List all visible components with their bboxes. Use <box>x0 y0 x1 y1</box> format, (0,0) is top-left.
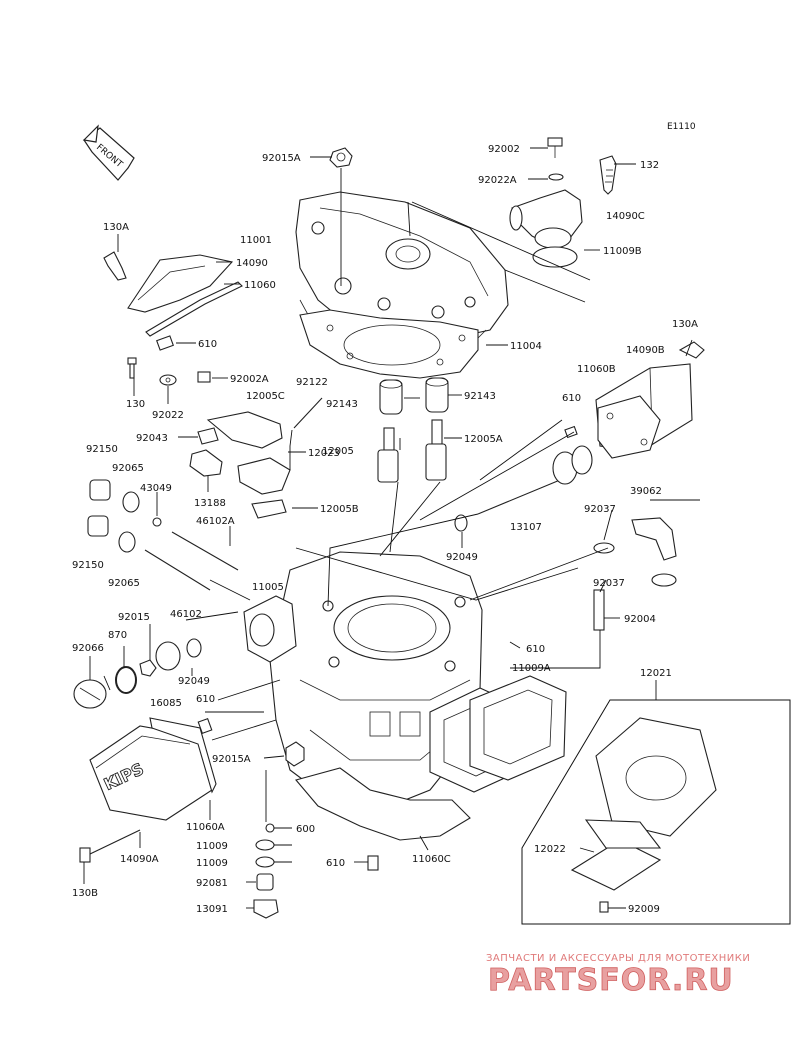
nut-92015a-bottom <box>285 741 305 767</box>
side-small-parts <box>73 638 213 735</box>
label-130a-right: 130A <box>672 319 698 330</box>
label-13107: 13107 <box>510 522 542 533</box>
label-610-e: 610 <box>326 858 345 869</box>
label-92150-a: 92150 <box>86 444 118 455</box>
label-92049-b: 92049 <box>178 676 210 687</box>
label-92004: 92004 <box>624 614 656 625</box>
rods-46102 <box>144 531 239 591</box>
bolt-130b <box>79 829 141 863</box>
label-13091: 13091 <box>196 904 228 915</box>
intake-gaskets <box>429 675 567 793</box>
label-11060b: 11060B <box>577 364 616 375</box>
label-92150-b: 92150 <box>72 560 104 571</box>
label-11001: 11001 <box>240 235 272 246</box>
label-12023: 12023 <box>308 448 340 459</box>
label-13188: 13188 <box>194 498 226 509</box>
figure-code: E1110 <box>667 122 696 132</box>
label-92002-top: 92002 <box>488 144 520 155</box>
label-610-a: 610 <box>198 339 217 350</box>
label-92081: 92081 <box>196 878 228 889</box>
dowel-610-a <box>156 335 174 351</box>
label-92143-b: 92143 <box>464 391 496 402</box>
power-valve-housing <box>564 341 705 459</box>
label-11009-b: 11009 <box>196 858 228 869</box>
head-gasket <box>299 309 479 379</box>
label-610-c: 610 <box>526 644 545 655</box>
label-132: 132 <box>640 160 659 171</box>
head-cover-left <box>103 251 243 337</box>
label-92065-b: 92065 <box>108 578 140 589</box>
label-92065-a: 92065 <box>112 463 144 474</box>
label-92037-a: 92037 <box>584 504 616 515</box>
label-46102: 46102 <box>170 609 202 620</box>
label-92002a: 92002A <box>230 374 269 385</box>
label-14090-top: 14090 <box>236 258 268 269</box>
label-92043: 92043 <box>136 433 168 444</box>
label-11004: 11004 <box>510 341 542 352</box>
label-92022: 92022 <box>152 410 184 421</box>
label-92122: 92122 <box>296 377 328 388</box>
label-12005: 12005 <box>322 446 354 457</box>
left-small-parts <box>87 479 162 553</box>
label-610-d: 610 <box>196 694 215 705</box>
label-12005b: 12005B <box>320 504 359 515</box>
part-labels: 92015A 92002 132 92022A 14090C 11009B 13… <box>72 144 698 915</box>
leader-lines <box>83 147 700 909</box>
nut-92015a-top <box>329 147 353 168</box>
label-16085: 16085 <box>150 698 182 709</box>
base-gasket <box>295 767 471 841</box>
label-43049: 43049 <box>140 483 172 494</box>
label-610-b: 610 <box>562 393 581 404</box>
label-92015a-top: 92015A <box>262 153 301 164</box>
label-11009b: 11009B <box>603 246 642 257</box>
watermark-tagline: ЗАПЧАСТИ И АКСЕССУАРЫ ДЛЯ МОТОТЕХНИКИ <box>486 953 750 964</box>
label-92049-a: 92049 <box>446 552 478 563</box>
exhaust-cover: KIPS <box>89 717 217 821</box>
label-130b: 130B <box>72 888 98 899</box>
label-92037-b: 92037 <box>593 578 625 589</box>
label-11009a: 11009A <box>512 663 551 674</box>
label-12005a: 12005A <box>464 434 503 445</box>
watermark: ЗАПЧАСТИ И АКСЕССУАРЫ ДЛЯ МОТОТЕХНИКИ PA… <box>486 953 750 998</box>
label-92015a-bottom: 92015A <box>212 754 251 765</box>
label-870: 870 <box>108 630 127 641</box>
cylinder-head <box>295 191 509 357</box>
front-arrow: FRONT <box>82 124 135 181</box>
exhaust-valve-parts <box>189 397 323 519</box>
label-92022a: 92022A <box>478 175 517 186</box>
label-12005c: 12005C <box>246 391 285 402</box>
label-12021: 12021 <box>640 668 672 679</box>
hose-39062 <box>593 517 677 631</box>
label-11060c: 11060C <box>412 854 451 865</box>
label-14090b: 14090B <box>626 345 665 356</box>
water-outlet <box>509 137 617 268</box>
label-130: 130 <box>126 399 145 410</box>
bushings-92143 <box>379 377 449 415</box>
label-39062: 39062 <box>630 486 662 497</box>
label-11060a: 11060A <box>186 822 225 833</box>
bolt-92002a <box>197 371 211 383</box>
label-92143-a: 92143 <box>326 399 358 410</box>
label-46102a: 46102A <box>196 516 235 527</box>
label-92015: 92015 <box>118 612 150 623</box>
exhaust-valves <box>377 419 447 483</box>
label-14090a: 14090A <box>120 854 159 865</box>
drain-parts <box>253 823 379 919</box>
reed-valve-box <box>521 699 791 925</box>
label-14090c: 14090C <box>606 211 645 222</box>
label-600: 600 <box>296 824 315 835</box>
watermark-brand: PARTSFOR.RU <box>488 963 734 998</box>
gear-shaft-13107 <box>454 445 593 532</box>
label-130a-left: 130A <box>103 222 129 233</box>
label-92066: 92066 <box>72 643 104 654</box>
bolt-130 <box>127 357 177 386</box>
label-92009: 92009 <box>628 904 660 915</box>
label-12022: 12022 <box>534 844 566 855</box>
label-11005: 11005 <box>252 582 284 593</box>
label-11009-a: 11009 <box>196 841 228 852</box>
label-11060-top: 11060 <box>244 280 276 291</box>
